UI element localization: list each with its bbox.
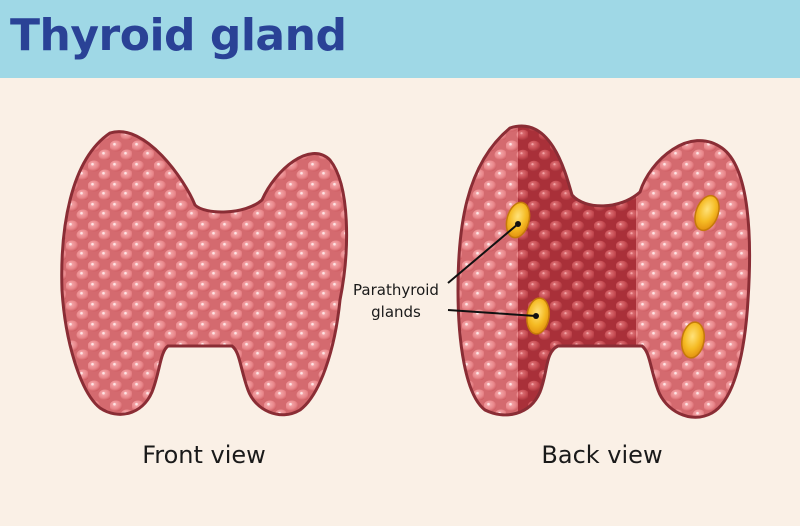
parathyroid-label: Parathyroid glands [336, 279, 456, 323]
title-banner: Thyroid gland [0, 0, 800, 78]
front-view-gland [60, 130, 349, 417]
page-title: Thyroid gland [10, 10, 347, 61]
front-view-caption: Front view [142, 441, 266, 469]
thyroid-diagram [60, 124, 752, 419]
parathyroid-label-line2: glands [371, 303, 421, 321]
parathyroid-label-line1: Parathyroid [353, 281, 439, 299]
back-view-gland [456, 124, 752, 419]
parathyroid-lower-right [680, 321, 706, 359]
back-view-caption: Back view [541, 441, 663, 469]
callout-leader-lines [447, 221, 539, 319]
parathyroid-glands [505, 194, 720, 359]
parathyroid-upper-right [694, 194, 720, 232]
